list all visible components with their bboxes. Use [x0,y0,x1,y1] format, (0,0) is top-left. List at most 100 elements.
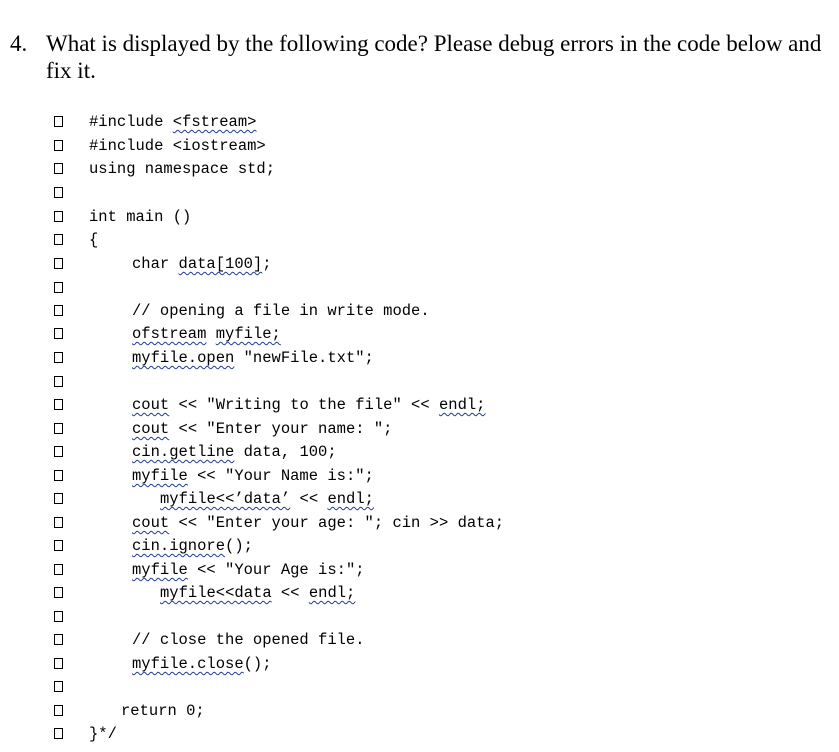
code-token [206,325,215,343]
code-text: cout << "Enter your age: "; cin >> data; [132,513,504,533]
code-text: }*/ [89,724,117,744]
squiggle-flagged-token: myfile<<data [160,584,272,602]
code-line: #include <fstream> [0,112,839,132]
code-line: myfile << "Your Name is:"; [0,466,839,486]
question-number: 4. [10,31,28,56]
code-token: << [271,584,309,602]
line-bullet-box [54,470,63,481]
question-text: What is displayed by the following code?… [46,31,822,83]
squiggle-flagged-token: cin.getline [132,443,235,461]
line-bullet-box [54,187,63,198]
code-line: // close the opened file. [0,630,839,650]
line-bullet-box [54,564,63,575]
code-token: << "Writing to the file" << [169,396,439,414]
code-token: { [89,231,99,249]
code-line [0,278,839,298]
code-token: (); [225,537,253,555]
code-token: << "Enter your name: "; [169,420,393,438]
code-line [0,607,839,627]
line-bullet-box [54,658,63,669]
code-line: myfile << "Your Age is:"; [0,560,839,580]
code-line: myfile.open "newFile.txt"; [0,348,839,368]
code-text: int main () [89,207,191,227]
line-bullet-box [54,517,63,528]
code-line: myfile.close(); [0,654,839,674]
squiggle-flagged-token: myfile [132,467,188,485]
code-token: return 0; [121,702,205,720]
code-token: // close the opened file. [132,631,365,649]
code-line [0,183,839,203]
code-text: cin.getline data, 100; [132,442,337,462]
line-bullet-box [54,540,63,551]
code-text: myfile << "Your Age is:"; [132,560,365,580]
squiggle-flagged-token: endl; [438,396,486,414]
line-bullet-box [54,705,63,716]
squiggle-flagged-token: cin.ignore [132,537,226,555]
squiggle-flagged-token: myfile<<’data’ [160,490,291,508]
code-text: cin.ignore(); [132,536,253,556]
code-token: int main () [89,208,192,226]
squiggle-flagged-token: endl; [308,584,356,602]
squiggle-flagged-token: cout [132,514,170,532]
code-text: // opening a file in write mode. [132,301,430,321]
code-token: #include <iostream> [89,137,266,155]
code-line: { [0,230,839,250]
line-bullet-box [54,328,63,339]
squiggle-flagged-token: ofstream [132,325,207,343]
code-line [0,372,839,392]
code-token: char [132,255,179,273]
code-text: ofstream myfile; [132,324,281,344]
code-token: ; [262,255,272,273]
code-token: #include [89,113,173,131]
code-line: cout << "Enter your name: "; [0,419,839,439]
line-bullet-box [54,282,63,293]
code-line [0,677,839,697]
code-line: }*/ [0,724,839,744]
line-bullet-box [54,234,63,245]
line-bullet-box [54,140,63,151]
code-line: myfile<<data << endl; [0,583,839,603]
line-bullet-box [54,163,63,174]
code-line: cout << "Enter your age: "; cin >> data; [0,513,839,533]
line-bullet-box [54,352,63,363]
code-text: using namespace std; [89,159,275,179]
squiggle-flagged-token: endl; [327,490,374,508]
code-line: return 0; [0,701,839,721]
code-text: return 0; [121,701,205,721]
line-bullet-box [54,634,63,645]
line-bullet-box [54,493,63,504]
code-token: }*/ [89,725,117,743]
code-token: << "Your Age is:"; [187,561,365,579]
code-text: #include <fstream> [89,112,256,132]
line-bullet-box [54,587,63,598]
code-line: char data[100]; [0,254,839,274]
code-text: char data[100]; [132,254,272,274]
squiggle-flagged-token: myfile; [215,325,281,343]
code-token: (); [243,655,272,673]
code-text: myfile << "Your Name is:"; [132,466,374,486]
line-bullet-box [54,376,63,387]
squiggle-flagged-token: myfile [132,561,188,579]
line-bullet-box [54,681,63,692]
code-text: myfile.open "newFile.txt"; [132,348,374,368]
code-token: // opening a file in write mode. [132,302,430,320]
code-line: cout << "Writing to the file" << endl; [0,395,839,415]
code-text: #include <iostream> [89,136,266,156]
line-bullet-box [54,116,63,127]
squiggle-flagged-token: data[100] [178,255,263,273]
code-line: int main () [0,207,839,227]
squiggle-flagged-token: myfile.open [132,349,235,367]
line-bullet-box [54,305,63,316]
line-bullet-box [54,423,63,434]
code-line: using namespace std; [0,159,839,179]
code-text: cout << "Enter your name: "; [132,419,392,439]
squiggle-flagged-token: cout [132,396,170,414]
code-token: using namespace std; [89,160,276,178]
code-text: cout << "Writing to the file" << endl; [132,395,485,415]
code-token: "newFile.txt"; [234,349,374,367]
code-line: cin.ignore(); [0,536,839,556]
code-text: myfile.close(); [132,654,272,674]
line-bullet-box [54,611,63,622]
code-token: data, 100; [234,443,337,461]
code-line: #include <iostream> [0,136,839,156]
